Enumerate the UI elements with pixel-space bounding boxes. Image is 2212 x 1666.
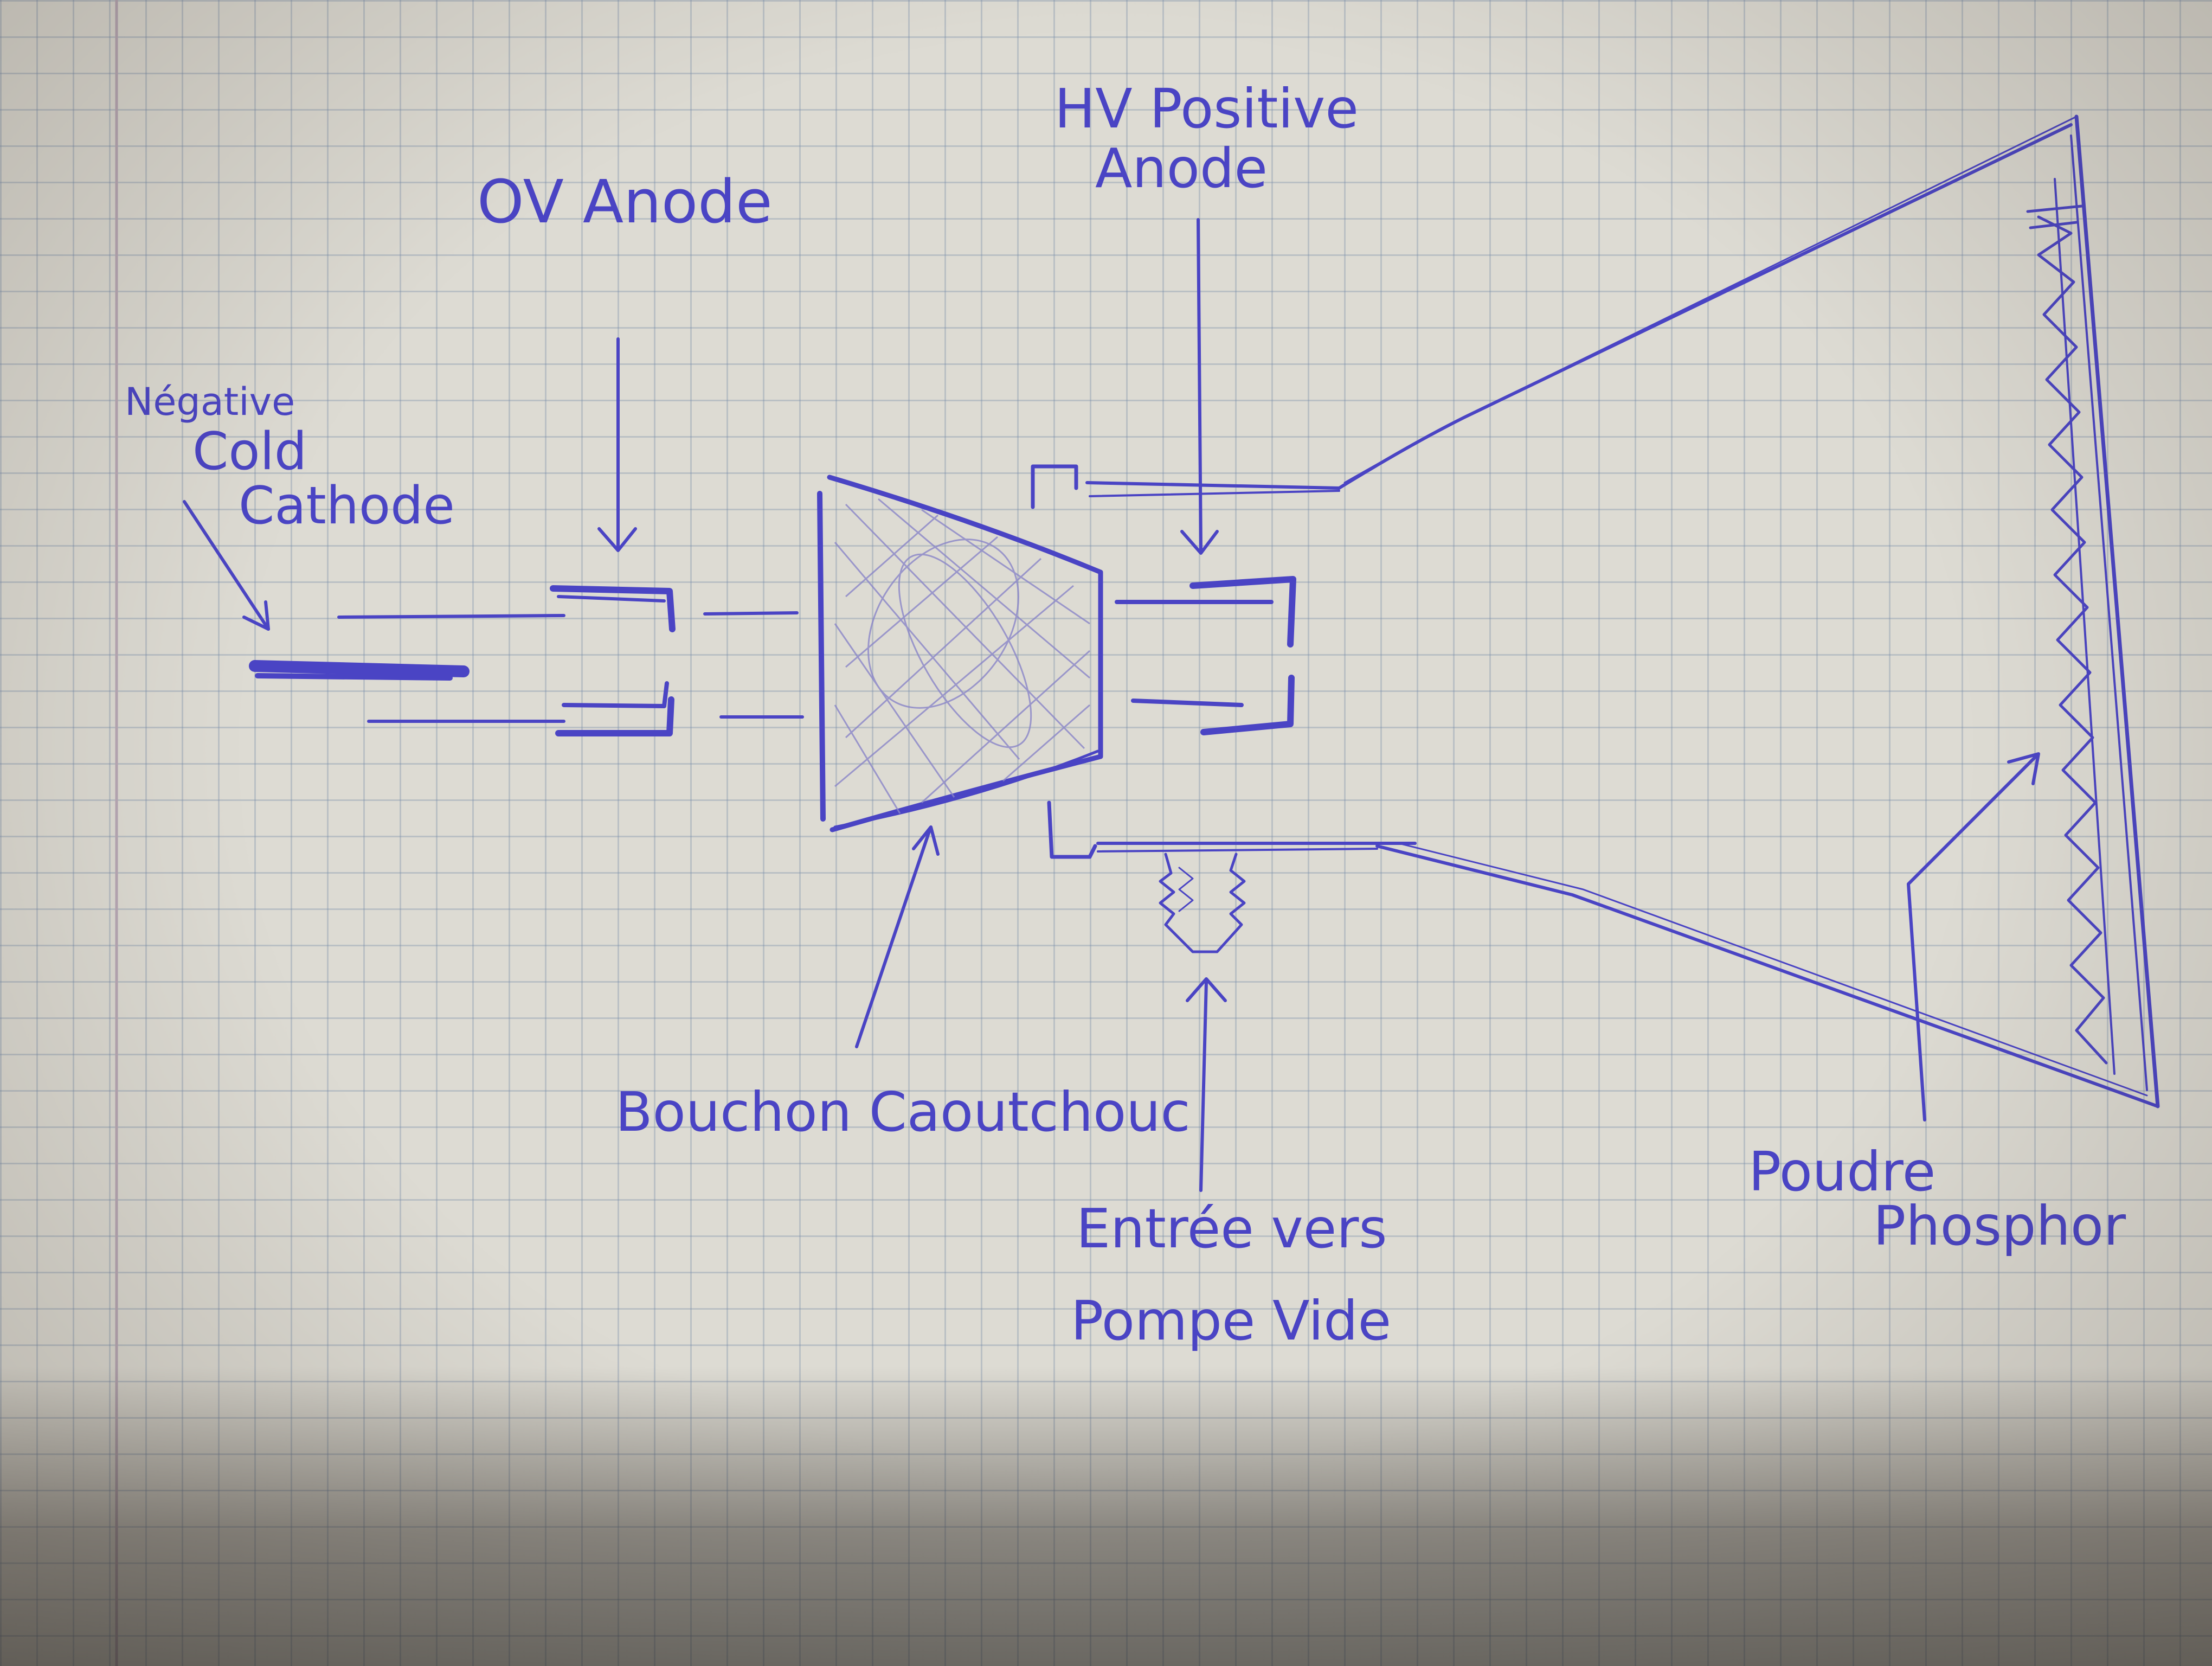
glass-neck — [1031, 464, 1417, 859]
bulb-walls — [1338, 116, 2159, 1108]
phosphor-screen — [2026, 114, 2160, 1108]
bouchon-label: Bouchon Caoutchouc — [615, 1080, 1191, 1144]
ov-anode-label: OV Anode — [477, 167, 773, 236]
cathode-label-cold: Cold — [192, 422, 307, 482]
phosphor-label: Phosphor — [1873, 1194, 2126, 1258]
ov-anode-arrow — [597, 337, 637, 552]
hv-anode-arrow — [1180, 218, 1219, 555]
entree-label: Entrée vers — [1076, 1197, 1387, 1260]
vacuum-inlet-arrow — [1186, 977, 1227, 1192]
cold-cathode — [249, 660, 470, 681]
hv-anode-label: Anode — [1095, 137, 1268, 200]
pompe-label: Pompe Vide — [1071, 1289, 1391, 1353]
cathode-label-cathode: Cathode — [239, 476, 455, 536]
bouchon-arrow — [855, 825, 940, 1048]
phosphor-arrow — [1907, 752, 2040, 1122]
hv-positive-label: HV Positive — [1054, 77, 1359, 140]
vacuum-inlet — [1159, 853, 1246, 953]
hv-anode-electrode — [1115, 576, 1296, 735]
rubber-stopper — [817, 475, 1103, 832]
cathode-label-negative: Négative — [125, 380, 295, 424]
ov-anode-electrode — [550, 585, 676, 736]
